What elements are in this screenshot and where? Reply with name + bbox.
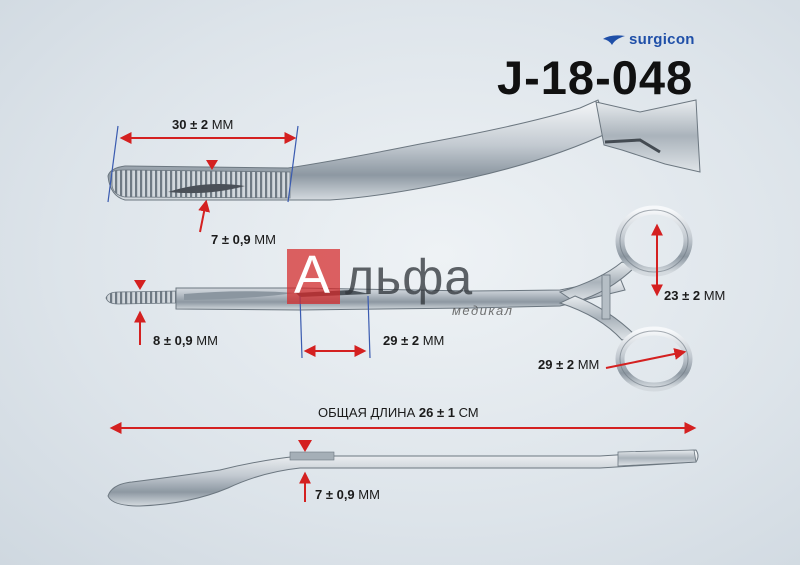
total-length-label: ОБЩАЯ ДЛИНА 26 ± 1 СМ: [318, 405, 479, 420]
serration-length-label: 29 ± 2 ММ: [383, 333, 445, 348]
brand-name: surgicon: [629, 31, 695, 48]
tip-width-label: 8 ± 0,9 ММ: [153, 333, 218, 348]
jaw-closeup: [107, 99, 701, 201]
brand-logo: surgicon: [603, 31, 695, 48]
serration-length-dimension: [299, 295, 371, 359]
side-width-dimension: [298, 440, 312, 502]
ring-width-label: 29 ± 2 ММ: [538, 357, 600, 372]
bird-logo-icon: [603, 34, 625, 45]
watermark-subtitle: медикал: [452, 303, 514, 318]
product-code: J-18-048: [497, 51, 694, 104]
ring-width-dimension: [605, 348, 687, 369]
watermark-letter: А: [294, 245, 331, 305]
side-width-label: 7 ± 0,9 ММ: [315, 487, 380, 502]
jaw-width-label: 7 ± 0,9 ММ: [211, 232, 276, 247]
ring-height-label: 23 ± 2 ММ: [664, 288, 726, 303]
jaw-width-dimension: [198, 160, 218, 233]
instrument-side-view: [107, 449, 699, 507]
watermark-text: льфа: [345, 249, 474, 305]
tip-width-dimension: [134, 280, 146, 345]
watermark-block: [287, 249, 340, 304]
jaw-length-dimension: [107, 125, 299, 203]
jaw-length-label: 30 ± 2 ММ: [172, 117, 234, 132]
